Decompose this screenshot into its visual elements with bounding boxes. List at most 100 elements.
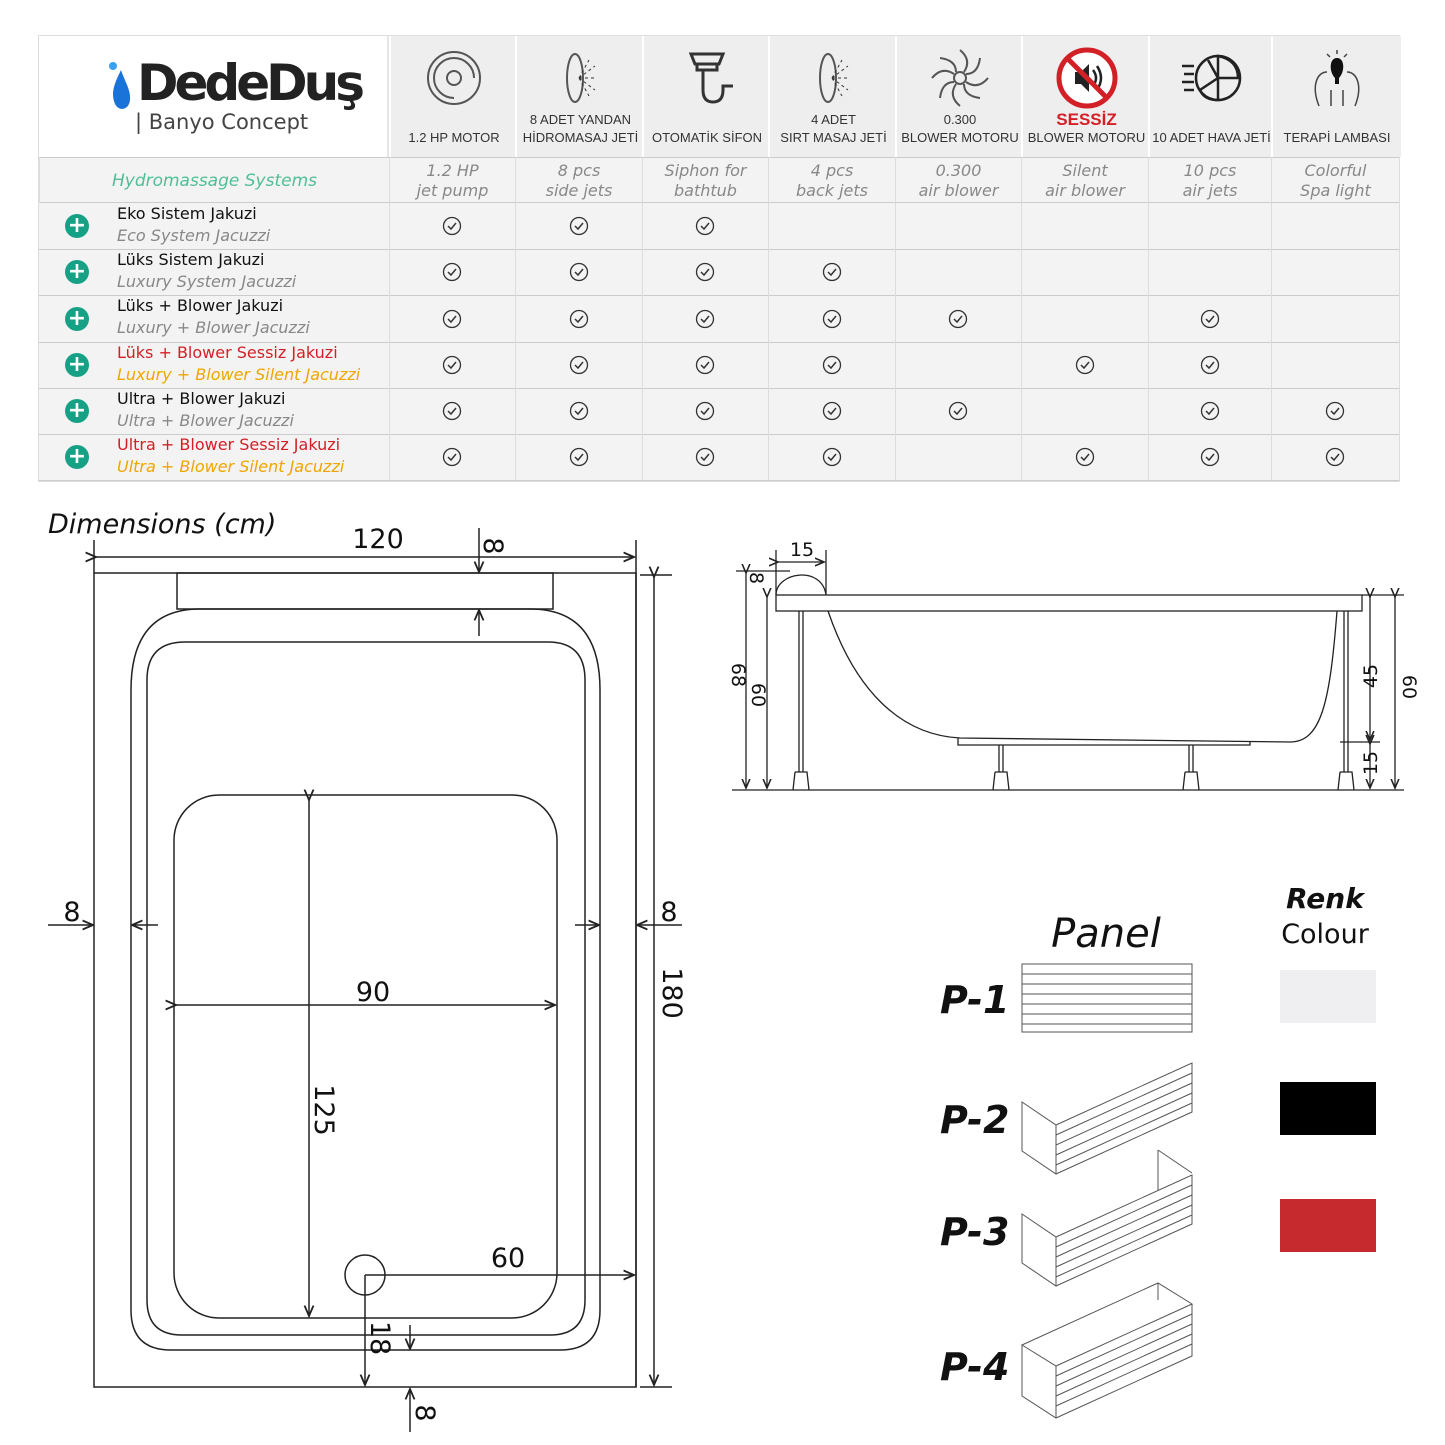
- dim-width: 120: [352, 524, 404, 555]
- mute-speaker-icon: [1056, 47, 1117, 109]
- dim-rim-bottom: 8: [409, 1404, 440, 1421]
- panel-p2-drawing[interactable]: [1021, 1062, 1193, 1175]
- side-dim-depth: 45: [1360, 664, 1382, 688]
- table-row: + Lüks Sistem Jakuzi Luxury System Jacuz…: [39, 249, 1399, 296]
- dimensions-title: Dimensions (cm): [48, 509, 276, 540]
- panel-label-p2: P-2: [940, 1098, 1009, 1142]
- feature-en-line1: Silent: [1062, 161, 1108, 180]
- table-cell: [768, 434, 769, 480]
- check-icon: [1200, 447, 1219, 467]
- table-cell: [1148, 249, 1149, 295]
- panel-p3-drawing[interactable]: [1021, 1149, 1193, 1287]
- expand-plus-icon[interactable]: +: [65, 260, 89, 284]
- dim-inner-length: 125: [308, 1084, 339, 1136]
- table-row: + Lüks + Blower Sessiz Jakuzi Luxury + B…: [39, 342, 1399, 389]
- top-view: [48, 528, 682, 1432]
- table-cell: [895, 434, 896, 480]
- check-icon: [1325, 401, 1345, 421]
- expand-plus-icon[interactable]: +: [65, 399, 89, 423]
- feature-en-line2: air blower: [918, 181, 999, 200]
- feature-en-line1: 8 pcs: [557, 161, 601, 180]
- feature-header-7: TERAPİ LAMBASI: [1271, 36, 1401, 157]
- table-cell: [642, 295, 643, 342]
- dim-left: 8: [63, 897, 80, 928]
- system-name-en: Luxury + Blower Silent Jacuzzi: [117, 365, 361, 384]
- expand-plus-icon[interactable]: +: [65, 445, 89, 469]
- table-cell: [768, 388, 769, 434]
- table-cell: [895, 295, 896, 342]
- brand-name: DedeDuş: [137, 54, 365, 112]
- check-icon: [695, 216, 715, 236]
- table-cell: [1148, 295, 1149, 342]
- feature-en-line1: Siphon for: [664, 161, 747, 180]
- check-icon: [569, 355, 588, 375]
- colour-swatch-white[interactable]: [1280, 970, 1376, 1023]
- feature-header-2: OTOMATİK SİFON: [642, 36, 770, 157]
- system-name-en: Ultra + Blower Jacuzzi: [117, 411, 294, 430]
- check-icon: [1200, 309, 1219, 328]
- panel-p4-drawing[interactable]: [1020, 1282, 1194, 1419]
- table-cell: [1148, 388, 1149, 434]
- feature-label-tr: BLOWER MOTORU: [1027, 130, 1146, 145]
- feature-label-red: SESSİZ: [1056, 110, 1117, 129]
- table-cell: [515, 434, 516, 480]
- table-cell: [1021, 388, 1022, 434]
- table-cell: [768, 342, 769, 388]
- table-cell: [1271, 203, 1272, 249]
- system-name-en: Ultra + Blower Silent Jacuzzi: [117, 457, 345, 476]
- back-jet-icon: [818, 53, 850, 103]
- side-dim-right-height: 60: [1398, 675, 1420, 699]
- expand-plus-icon[interactable]: +: [65, 214, 89, 238]
- check-icon: [695, 309, 715, 328]
- feature-en-line1: Colorful: [1304, 161, 1367, 180]
- check-icon: [442, 355, 462, 375]
- check-icon: [695, 355, 715, 375]
- check-icon: [822, 262, 841, 282]
- table-cell: [642, 203, 643, 249]
- check-icon: [1075, 447, 1094, 467]
- side-dim-height: 60: [747, 683, 769, 707]
- expand-plus-icon[interactable]: +: [65, 306, 89, 331]
- table-cell: [768, 295, 769, 342]
- table-cell: [895, 203, 896, 249]
- check-icon: [569, 401, 588, 421]
- table-row: + Lüks + Blower Jakuzi Luxury + Blower J…: [39, 295, 1399, 343]
- dim-inner-width: 90: [356, 977, 390, 1008]
- check-icon: [442, 309, 462, 328]
- table-row: + Ultra + Blower Jakuzi Ultra + Blower J…: [39, 388, 1399, 435]
- table-cell: [642, 434, 643, 480]
- table-cell: [389, 249, 390, 295]
- feature-en-line2: air blower: [1045, 181, 1125, 200]
- dim-drain-x: 60: [491, 1243, 525, 1274]
- expand-plus-icon[interactable]: +: [65, 353, 89, 377]
- colour-options: Renk Colour: [1280, 882, 1376, 1252]
- check-icon: [948, 401, 968, 421]
- system-name-tr: Lüks + Blower Jakuzi: [117, 296, 284, 315]
- dim-length: 180: [656, 967, 687, 1019]
- table-cell: [515, 249, 516, 295]
- check-icon: [695, 401, 715, 421]
- check-icon: [569, 262, 588, 282]
- air-jet-fan-icon: [1181, 54, 1241, 102]
- colour-swatch-black[interactable]: [1280, 1082, 1376, 1135]
- table-cell: [1148, 342, 1149, 388]
- colour-swatch-red[interactable]: [1280, 1199, 1376, 1252]
- table-cell: [642, 388, 643, 434]
- side-jet-icon: [565, 53, 597, 103]
- jet-pump-icon: [427, 51, 481, 105]
- table-cell: [1021, 249, 1022, 295]
- table-cell: [1271, 249, 1272, 295]
- table-cell: [515, 295, 516, 342]
- table-cell: [1271, 342, 1272, 388]
- table-cell: [1271, 388, 1272, 434]
- check-icon: [569, 216, 588, 236]
- check-icon: [1200, 401, 1219, 421]
- panel-p1-drawing[interactable]: [1021, 963, 1193, 1033]
